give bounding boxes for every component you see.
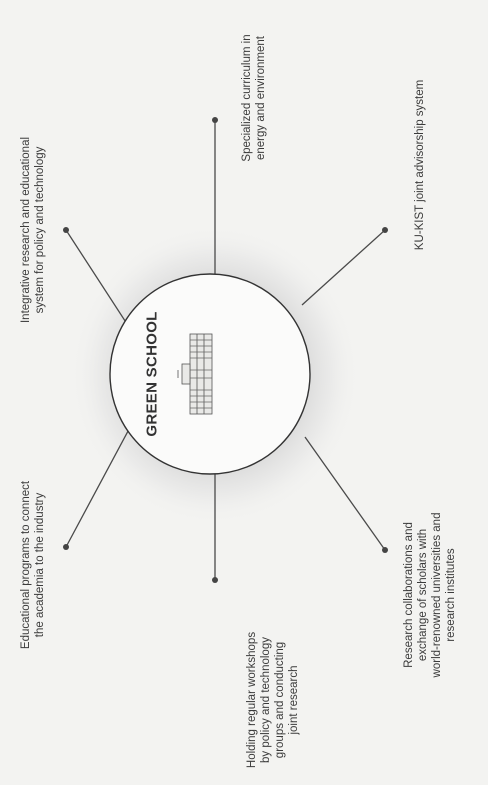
label-integrative: Integrative research and educational sys… (19, 137, 47, 323)
workshops-line-4: joint research (288, 665, 300, 735)
collaborations-line-2: exchange of scholars with (417, 528, 429, 662)
dot-specialized (212, 117, 218, 123)
dot-integrative (63, 227, 69, 233)
workshops-line-2: by policy and technology (260, 637, 272, 763)
label-kukist: KU-KIST joint advisorship system (413, 80, 427, 250)
integrative-line-2: system for policy and technology (34, 146, 46, 314)
educational-line-2: the academia to the industry (34, 492, 46, 638)
dot-kukist (382, 227, 388, 233)
label-workshops: Holding regular workshops by policy and … (245, 632, 301, 768)
specialized-line-1: Specialized curriculum in (241, 34, 253, 162)
label-specialized: Specialized curriculum in energy and env… (240, 34, 268, 161)
school-building-icon (177, 333, 213, 415)
spoke-collaborations (304, 436, 386, 551)
specialized-line-2: energy and environment (255, 35, 267, 161)
dot-workshops (212, 577, 218, 583)
spoke-integrative (65, 229, 130, 328)
dot-collaborations (382, 547, 388, 553)
workshops-line-3: groups and conducting (274, 641, 286, 759)
dot-educational (63, 544, 69, 550)
kukist-line-1: KU-KIST joint advisorship system (414, 79, 426, 251)
label-educational: Educational programs to connect the acad… (19, 481, 47, 649)
educational-line-1: Educational programs to connect (20, 480, 32, 650)
collaborations-line-1: Research collaborations and (403, 522, 415, 668)
workshops-line-1: Holding regular workshops (246, 631, 258, 769)
center-title: GREEN SCHOOL (143, 311, 161, 437)
integrative-line-1: Integrative research and educational (20, 136, 32, 324)
collaborations-line-3: world-renowned universities and (431, 512, 443, 678)
label-collaborations: Research collaborations and exchange of … (402, 513, 458, 678)
collaborations-line-4: research institutes (445, 548, 457, 642)
spoke-kukist (301, 229, 386, 306)
spoke-dots (63, 117, 388, 583)
